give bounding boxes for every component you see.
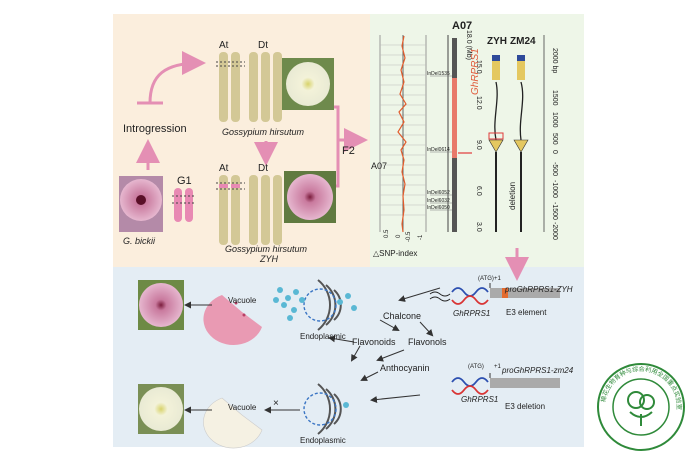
mb-tick-3: 3.0	[475, 222, 482, 232]
endoplasmic-top	[303, 279, 342, 331]
e3-element-label: E3 element	[506, 308, 547, 317]
deletion-label: deletion	[508, 181, 517, 210]
vacuole-bottom-label: Vacuole	[228, 403, 257, 412]
bp-tick-0: 0	[551, 150, 558, 154]
blocked-mark: ×	[273, 398, 279, 409]
gene-top-label: GhRPRS1	[453, 309, 491, 318]
dt-top-label: Dt	[258, 40, 268, 51]
flower-hirsutum-white	[282, 58, 334, 110]
endoplasmic-bottom-label: Endoplasmic	[300, 436, 346, 445]
a07-chromosome	[430, 35, 472, 232]
species-top-label: Gossypium hirsutum	[222, 127, 305, 137]
g-bickii-label: G. bickii	[123, 236, 156, 246]
promoter-zyh-label: proGhRPRS1-ZYH	[505, 285, 573, 294]
marker-indel6052: InDel6052	[427, 190, 450, 196]
arrow-introgression-to-hirsutum	[148, 51, 206, 104]
bp-tick-500: 500	[551, 133, 558, 145]
x-tick-0: 0	[396, 234, 402, 238]
panel-b-mapping	[370, 14, 584, 267]
promoter-zm24-label: proGhRPRS1-zm24	[502, 366, 574, 375]
gene-structure-zm24	[513, 55, 529, 232]
zm24-gene-label: ZM24	[510, 36, 536, 47]
x-tick-neg05: -0.5	[406, 231, 412, 242]
bp-tick-neg500: -500	[551, 162, 558, 177]
atg-top-label: (ATG)	[478, 276, 494, 282]
endoplasmic-bottom	[303, 383, 349, 435]
species-bottom-label: Gossypium hirsutum	[225, 244, 308, 254]
chalcone-label: Chalcone	[383, 311, 422, 321]
snp-axis-label: △SNP-index	[373, 249, 418, 258]
cotton-boll-icon	[627, 391, 655, 426]
a07-left-label: A07	[371, 161, 388, 171]
dna-helix-top	[429, 283, 560, 305]
dna-helix-bottom	[451, 373, 560, 395]
vacuole-bottom	[203, 397, 263, 449]
zyh-label: ZYH	[260, 254, 278, 264]
mb-tick-9: 9.0	[475, 140, 482, 150]
flower-pink-result	[138, 280, 184, 330]
bp-tick-neg1000: -1000	[551, 180, 558, 198]
pigment-dots-top	[273, 287, 357, 321]
introgression-label: Introgression	[123, 123, 187, 135]
at-top-label: At	[219, 40, 229, 51]
at-bottom-label: At	[219, 163, 229, 174]
vacuole-top	[203, 295, 262, 346]
a07-top-label: A07	[452, 20, 473, 32]
atg-bottom-label: (ATG)	[468, 364, 484, 370]
bp-tick-neg1500: -1500	[551, 202, 558, 220]
marker-indel0614: InDel0614	[427, 147, 450, 153]
gene-label-vertical: GhRPRS1	[470, 48, 481, 95]
bp-tick-2000: 2000 bp	[551, 48, 558, 74]
flower-white-result	[138, 384, 184, 434]
gene-bottom-label: GhRPRS1	[461, 395, 499, 404]
lab-logo: 棉花生物育种与综合利用全国重点实验室	[597, 363, 685, 451]
bp-tick-1000: 1000	[551, 112, 558, 128]
bp-tick-1500: 1500	[551, 90, 558, 106]
endoplasmic-top-label: Endoplasmic	[300, 332, 346, 341]
x-tick-neg1: -1	[418, 234, 424, 240]
snp-index-plot	[379, 35, 427, 233]
vacuole-top-label: Vacuole	[228, 296, 257, 305]
chromosomes-top	[216, 52, 282, 122]
bp-tick-neg2000: -2000	[551, 222, 558, 240]
flower-hirsutum-pink	[284, 171, 336, 223]
mb-tick-12: 12.0	[475, 96, 482, 110]
plus1-bottom-label: +1	[494, 364, 501, 370]
mb-tick-6: 6.0	[475, 186, 482, 196]
marker-indel6032: InDel6032	[427, 198, 450, 204]
e3-deletion-label: E3 deletion	[505, 402, 546, 411]
anthocyanin-label: Anthocyanin	[380, 363, 430, 373]
chromosomes-bottom	[216, 175, 282, 245]
flavonols-label: Flavonols	[408, 337, 447, 347]
chromosomes-g1	[172, 188, 196, 222]
gene-structure-zyh	[488, 55, 504, 232]
f2-label: F2	[342, 145, 355, 157]
dt-bottom-label: Dt	[258, 163, 268, 174]
zyh-gene-label: ZYH	[487, 36, 507, 47]
x-tick-05: 0.5	[384, 229, 390, 238]
flower-g-bickii	[119, 176, 163, 232]
g1-label: G1	[177, 175, 192, 187]
plus1-top-label: +1	[494, 276, 501, 282]
marker-indel1535: InDel1535	[427, 71, 450, 77]
marker-indel6050: InDel6050	[427, 205, 450, 211]
flavonoids-label: Flavonoids	[352, 337, 396, 347]
